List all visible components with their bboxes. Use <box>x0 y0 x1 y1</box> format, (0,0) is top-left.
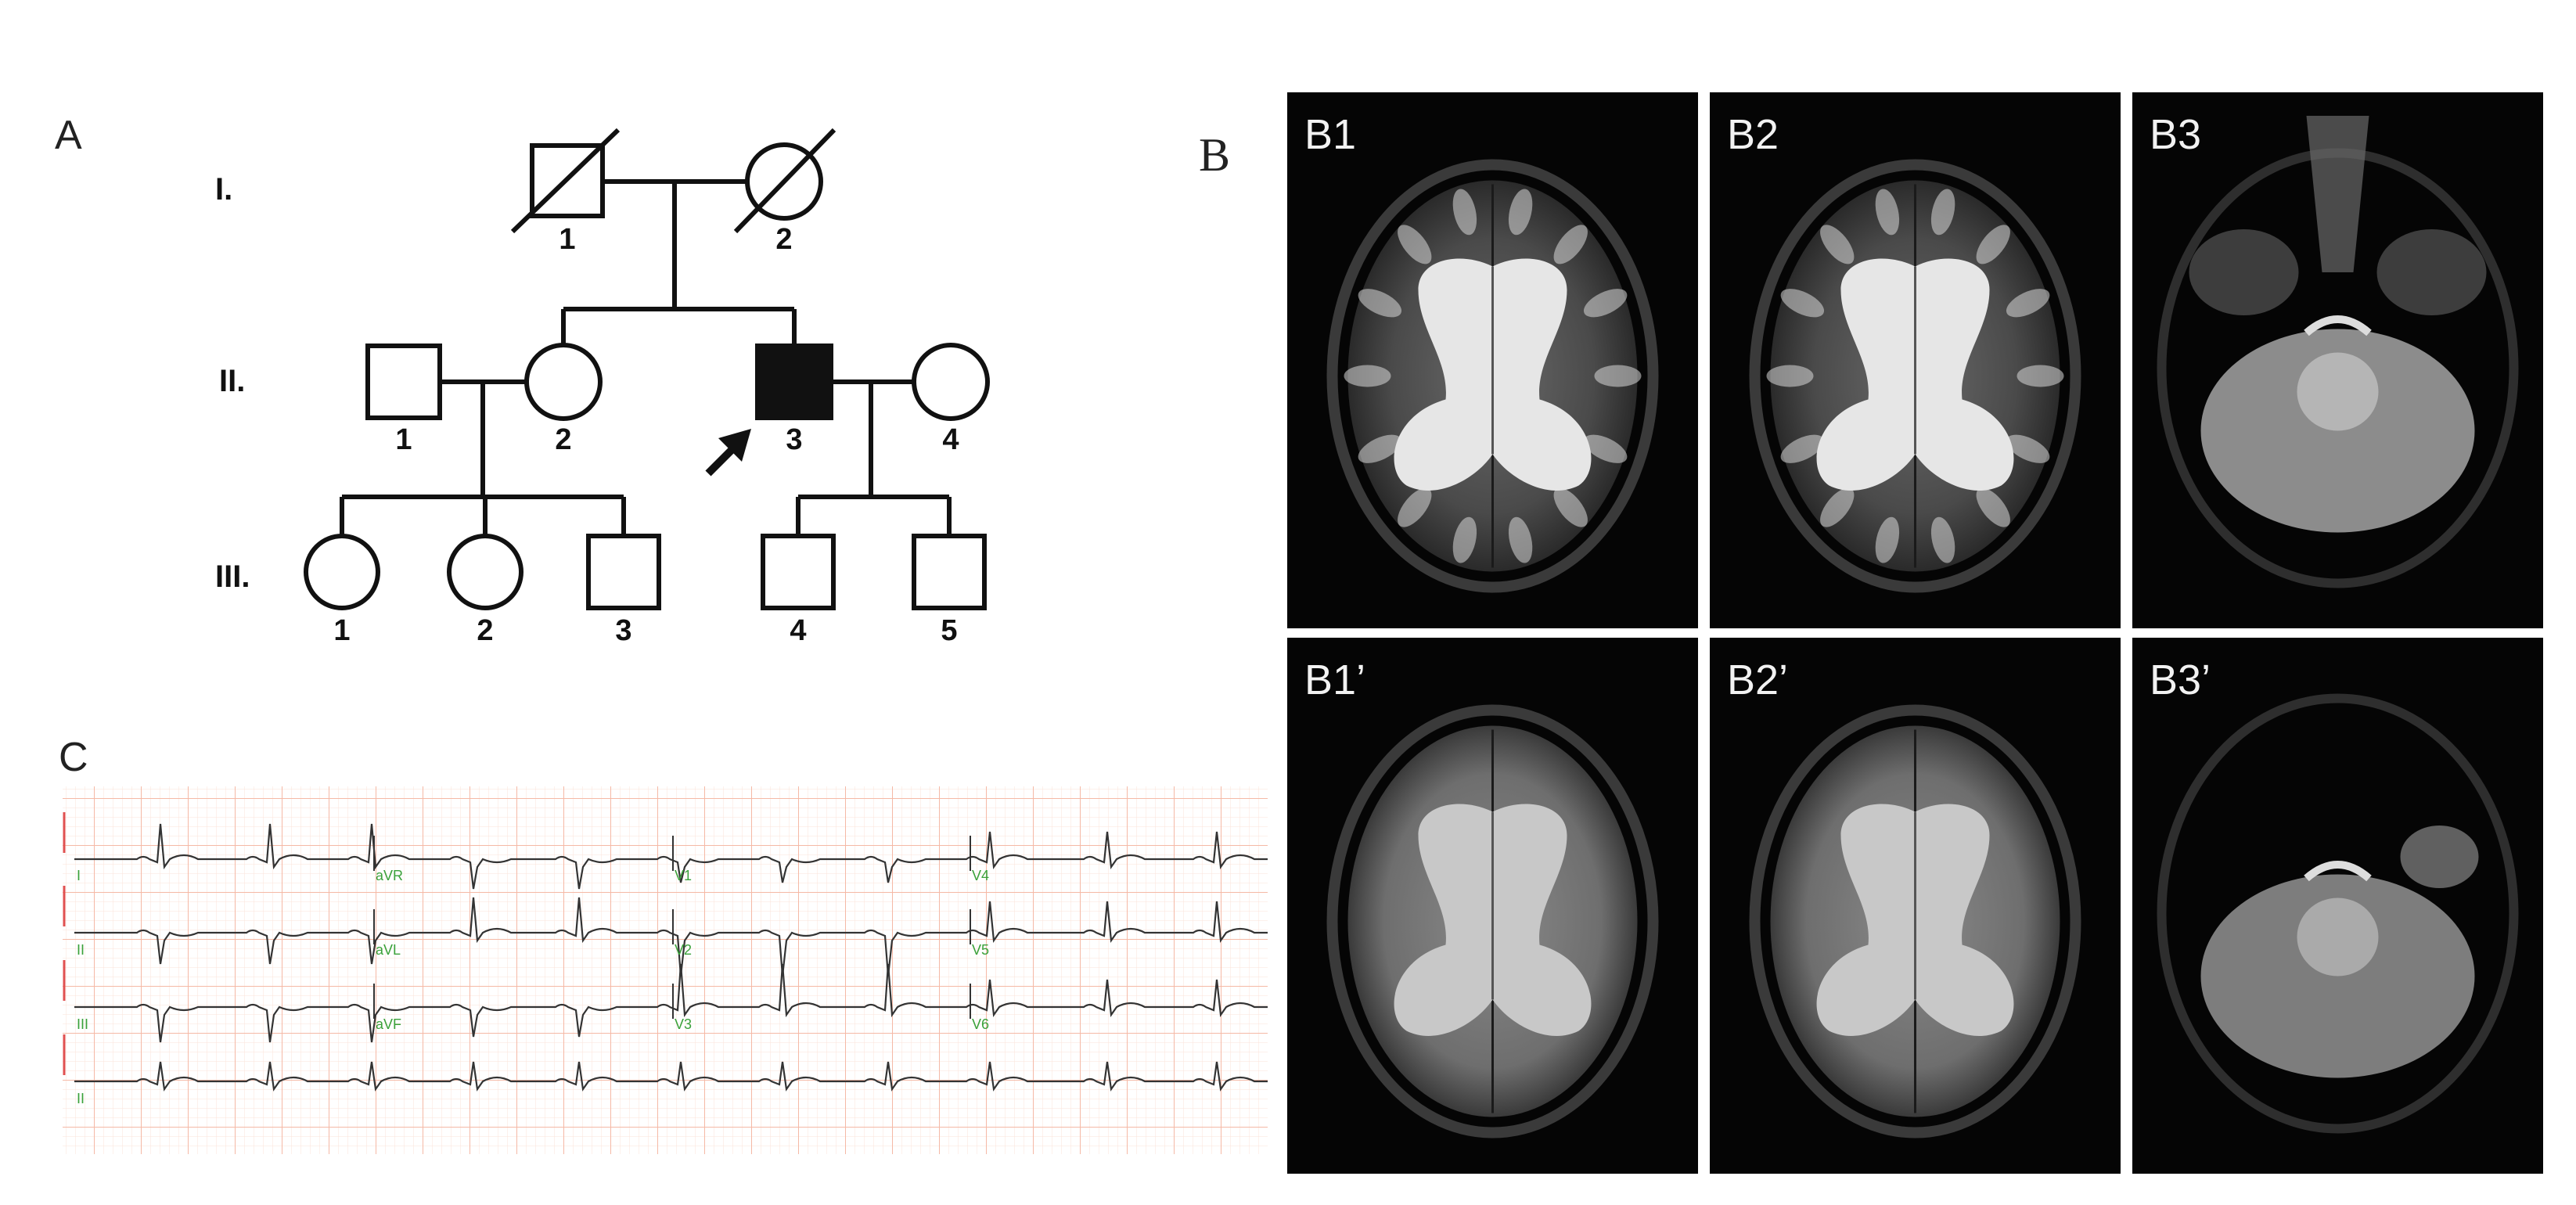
lead-label-V4: V4 <box>972 868 989 883</box>
lead-label-aVR: aVR <box>376 868 403 883</box>
ecg-trace-row-3 <box>74 963 1268 1043</box>
mri-b3-brainstem <box>2297 352 2379 431</box>
individual-III-5-label: 5 <box>941 614 957 647</box>
individual-I-2-label: 2 <box>775 223 792 256</box>
mri-b3-prime-tile: B3’ <box>2132 638 2543 1174</box>
ecg-panel: C I aVR V1 V4 II aVL V2 V5 III aVF V3 V6… <box>59 735 1268 1154</box>
mri-b3-prime-brainstem <box>2297 897 2379 977</box>
lead-label-V5: V5 <box>972 942 989 958</box>
mri-b1-prime-tile: B1’ <box>1287 638 1698 1174</box>
individual-III-2-female <box>447 534 523 610</box>
mri-b1-label: B1 <box>1304 111 1356 158</box>
individual-III-4-male <box>761 534 836 610</box>
ecg-trace-row-4 <box>74 1061 1268 1092</box>
ecg-grid <box>63 786 1268 1154</box>
lead-label-II: II <box>77 942 85 958</box>
mri-b2-prime-label: B2’ <box>1727 656 1788 703</box>
ecg-trace-row-1 <box>74 823 1268 890</box>
lead-label-III: III <box>77 1016 88 1032</box>
mri-b3-label: B3 <box>2150 111 2201 158</box>
lead-label-V1: V1 <box>675 868 692 883</box>
individual-II-3-label: 3 <box>786 423 802 456</box>
generation-3-label: III. <box>215 559 250 594</box>
lead-label-rhythm-II: II <box>77 1091 85 1106</box>
panel-a-label: A <box>55 113 82 158</box>
panel-b-label: B <box>1199 129 1230 181</box>
individual-II-4-label: 4 <box>942 423 959 456</box>
individual-III-5-male <box>912 534 987 610</box>
ecg-traces <box>63 812 1268 1092</box>
generation-2-label: II. <box>219 364 245 398</box>
mri-b2-tile: B2 <box>1710 92 2121 628</box>
individual-III-3-male <box>586 534 661 610</box>
lead-label-V3: V3 <box>675 1016 692 1032</box>
individual-I-1-label: 1 <box>559 223 575 256</box>
lead-label-I: I <box>77 868 81 883</box>
individual-III-1-label: 1 <box>333 614 350 647</box>
panel-c-label: C <box>59 735 88 780</box>
individual-II-1-label: 1 <box>395 423 412 456</box>
lead-label-aVF: aVF <box>376 1016 401 1032</box>
lead-label-aVL: aVL <box>376 942 401 958</box>
individual-II-3-affected-male <box>755 344 833 420</box>
generation-1-label: I. <box>215 172 232 207</box>
lead-label-V6: V6 <box>972 1016 989 1032</box>
proband-arrow-icon <box>705 429 751 477</box>
individual-III-1-female <box>304 534 380 610</box>
mri-b3-tile: B3 <box>2132 92 2543 628</box>
mri-b2-prime-tile: B2’ <box>1710 638 2121 1174</box>
deceased-slash-I-2 <box>733 128 836 234</box>
mri-b1-tile: B1 <box>1287 92 1698 628</box>
individual-II-1-male <box>365 344 442 420</box>
mri-b1-prime-label: B1’ <box>1304 656 1365 703</box>
individual-II-2-female <box>524 343 603 421</box>
deceased-slash-I-1 <box>510 128 621 234</box>
mri-b2-label: B2 <box>1727 111 1779 158</box>
pedigree-panel: A I. II. III. 1 2 1 2 3 4 <box>55 113 990 647</box>
individual-II-2-label: 2 <box>555 423 571 456</box>
lead-label-V2: V2 <box>675 942 692 958</box>
mri-b3-prime-label: B3’ <box>2150 656 2211 703</box>
individual-III-4-label: 4 <box>790 614 806 647</box>
individual-III-3-label: 3 <box>615 614 631 647</box>
individual-II-4-female <box>912 343 990 421</box>
individual-III-2-label: 2 <box>477 614 493 647</box>
